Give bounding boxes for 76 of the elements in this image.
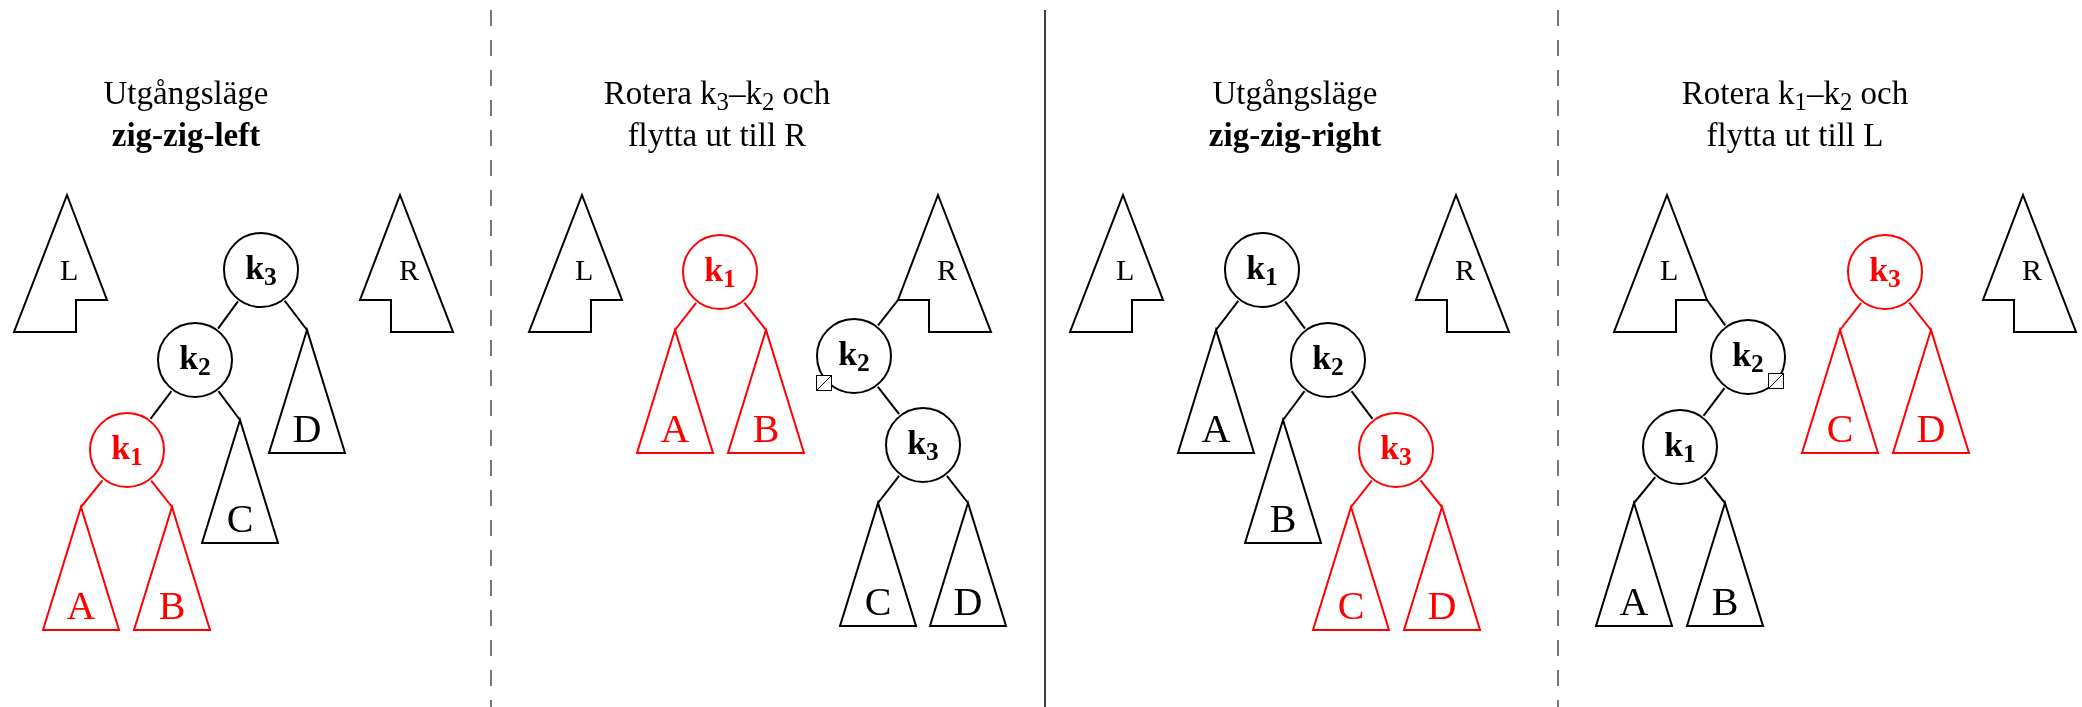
subtree-label: D [952, 582, 984, 622]
panel-heading: Utgångsläge [103, 76, 269, 110]
panel-heading: zig-zig-left [111, 118, 261, 152]
node-key: k$_{3}$ [1869, 253, 1901, 291]
tree-edge [1703, 476, 1726, 504]
subtree-label: R [2022, 255, 2042, 285]
node-key: k$_{2}$ [1312, 341, 1344, 379]
tree-edge [217, 300, 239, 330]
subtree-label: R [1455, 255, 1475, 285]
tree-edge [743, 301, 767, 331]
tree-edge [945, 474, 969, 504]
subtree-shape [1070, 195, 1163, 332]
subtree-label: A [65, 586, 97, 626]
tree-edge [1215, 299, 1240, 331]
tree-edge [283, 299, 308, 331]
panel-heading: flytta ut till L [1706, 118, 1884, 152]
subtree-label: C [225, 499, 255, 539]
node-key: k$_{3}$ [1380, 431, 1412, 469]
subtree-shape [1416, 195, 1509, 332]
subtree-label: D [1426, 586, 1458, 626]
tree-edge [1350, 479, 1373, 508]
node-key: k$_{3}$ [245, 251, 277, 289]
tree-edge [149, 390, 173, 420]
subtree-label: R [399, 255, 419, 285]
node-key: k$_{2}$ [179, 341, 211, 379]
node-key: k$_{1}$ [111, 431, 143, 469]
tree-edge [1282, 390, 1306, 421]
panel-heading: Rotera k$_{3}$–k$_{2}$ och [603, 76, 831, 110]
subtree-label: A [1618, 582, 1650, 622]
node-key: k$_{1}$ [1664, 428, 1696, 466]
tree-edge [1706, 299, 1727, 327]
tree-edge [1419, 479, 1443, 508]
subtree-label: D [1915, 409, 1947, 449]
subtree-label: B [157, 586, 187, 626]
tree-edge [674, 301, 698, 331]
subtree-label: L [1116, 255, 1135, 285]
subtree-label: A [659, 409, 691, 449]
subtree-shape [1614, 195, 1707, 332]
tree-edge [1633, 476, 1657, 504]
subtree-label: B [751, 409, 781, 449]
subtree-label: B [1268, 499, 1298, 539]
subtree-shape [14, 195, 107, 332]
subtree-label: C [1336, 586, 1366, 626]
tree-edge [1702, 387, 1726, 417]
subtree-shape [529, 195, 622, 332]
tree-edge [876, 385, 901, 416]
tree-edge [1839, 301, 1863, 331]
panel-heading: Rotera k$_{1}$–k$_{2}$ och [1681, 76, 1909, 110]
subtree-label: C [863, 582, 893, 622]
subtree-shape [360, 195, 453, 332]
node-key: k$_{2}$ [1732, 338, 1764, 376]
tree-edge [150, 479, 173, 508]
subtree-label: L [60, 255, 79, 285]
node-key: k$_{2}$ [838, 337, 870, 375]
subtree-label: C [1825, 409, 1855, 449]
subtree-label: D [291, 409, 323, 449]
tree-edge [877, 299, 899, 327]
node-key: k$_{1}$ [1246, 251, 1278, 289]
subtree-label: L [1660, 255, 1679, 285]
tree-edge [217, 390, 241, 421]
subtree-label: B [1710, 582, 1740, 622]
tree-edge [877, 474, 901, 504]
subtree-label: A [1200, 409, 1232, 449]
subtree-shape [1983, 195, 2076, 332]
node-key: k$_{3}$ [907, 426, 939, 464]
tree-edge [1284, 300, 1306, 330]
node-key: k$_{1}$ [704, 253, 736, 291]
subtree-shape [898, 195, 991, 332]
tree-edge [80, 479, 104, 508]
panel-heading: zig-zig-right [1208, 118, 1382, 152]
subtree-label: L [575, 255, 594, 285]
tree-edge [1350, 390, 1374, 420]
panel-heading: flytta ut till R [627, 118, 807, 152]
panel-heading: Utgångsläge [1212, 76, 1378, 110]
tree-edge [1908, 301, 1932, 331]
subtree-label: R [937, 255, 957, 285]
